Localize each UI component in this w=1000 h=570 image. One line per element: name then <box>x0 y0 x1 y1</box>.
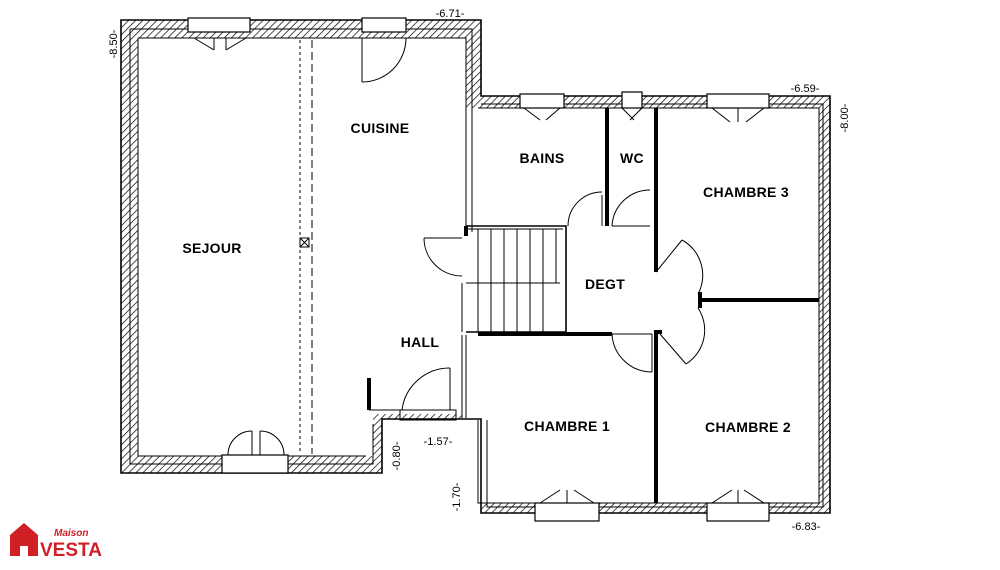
label-chambre-3: CHAMBRE 3 <box>703 184 789 200</box>
house-icon <box>10 523 38 556</box>
dim-lower-step: -1.70- <box>451 482 463 511</box>
windows <box>187 17 770 522</box>
staircase <box>461 229 560 332</box>
doors <box>361 37 706 421</box>
label-cuisine: CUISINE <box>351 120 410 136</box>
label-bains: BAINS <box>519 150 564 166</box>
label-wc: WC <box>620 150 644 166</box>
dim-right-top-width: -6.59- <box>791 83 820 95</box>
exterior-walls <box>120 19 831 514</box>
dimension-labels: -6.71- -8.50- -6.59- -8.00- -0.80- -1.57… <box>108 8 851 533</box>
label-degt: DEGT <box>585 276 625 292</box>
label-hall: HALL <box>401 334 440 350</box>
beam-lines <box>299 40 313 454</box>
dim-top-width: -6.71- <box>436 8 465 20</box>
dim-left-height: -8.50- <box>108 29 120 58</box>
logo-brand: VESTA <box>40 540 102 561</box>
logo-script: Maison <box>54 528 88 539</box>
dim-right-height: -8.00- <box>839 103 851 132</box>
dim-bottom-width: -6.83- <box>792 521 821 533</box>
interior-walls <box>367 108 819 503</box>
label-chambre-2: CHAMBRE 2 <box>705 419 791 435</box>
label-sejour: SEJOUR <box>182 240 241 256</box>
dim-recess-width: -1.57- <box>424 436 453 448</box>
maison-vesta-logo: Maison VESTA <box>10 523 102 561</box>
dim-recess-depth: -0.80- <box>391 441 403 470</box>
label-chambre-1: CHAMBRE 1 <box>524 418 610 434</box>
room-labels: SEJOUR CUISINE HALL BAINS WC DEGT CHAMBR… <box>182 120 791 435</box>
